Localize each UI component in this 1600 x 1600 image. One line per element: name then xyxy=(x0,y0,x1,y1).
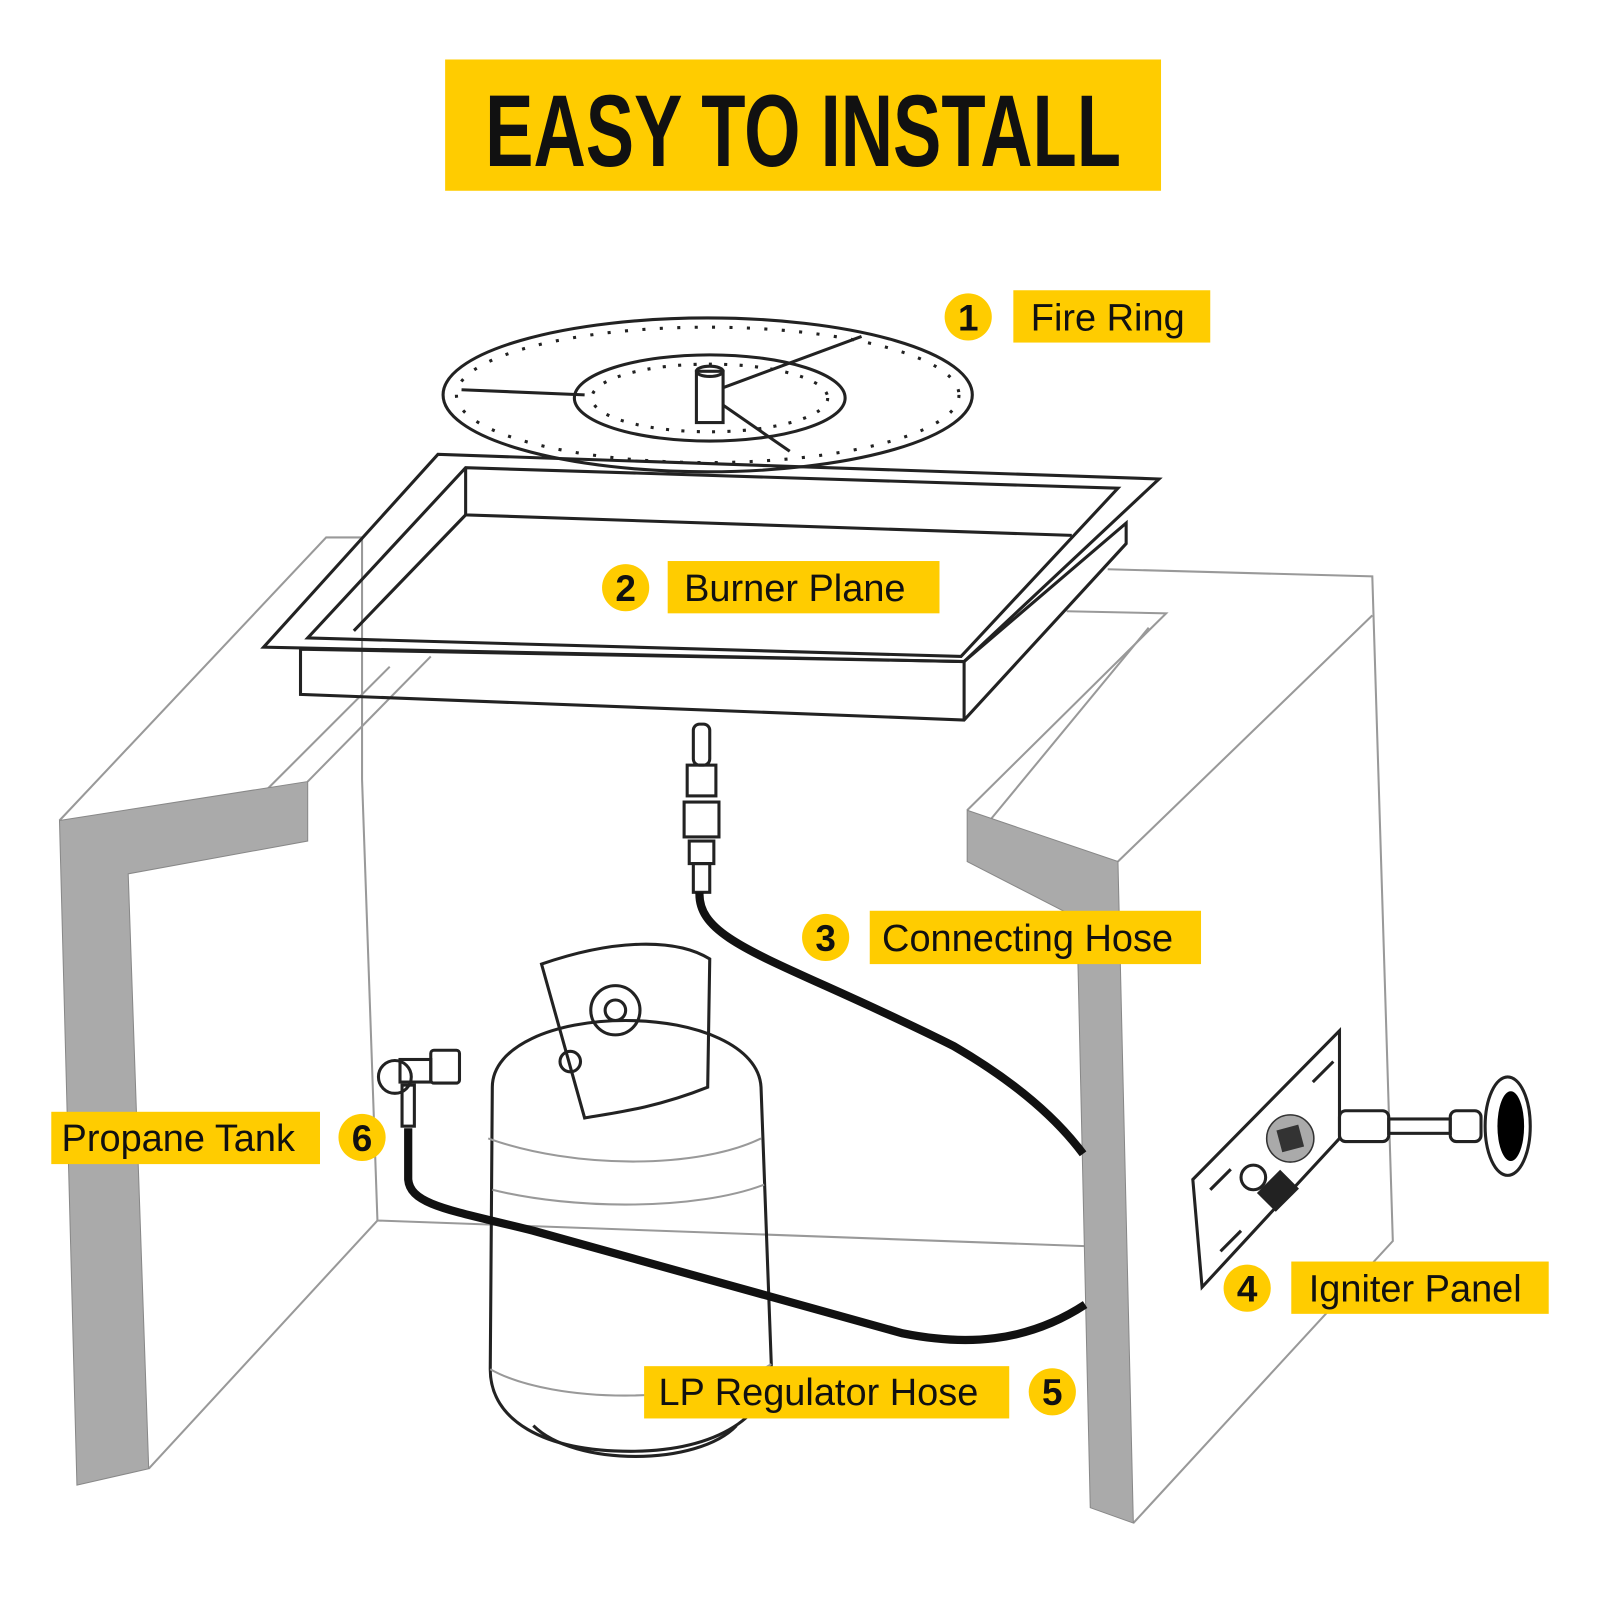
label-text: Burner Plane xyxy=(684,568,905,610)
label-connecting-hose: 3 Connecting Hose xyxy=(802,910,1202,965)
regulator xyxy=(376,1048,462,1128)
label-number: 3 xyxy=(815,918,836,959)
label-text: Igniter Panel xyxy=(1309,1269,1522,1311)
igniter-panel xyxy=(1191,1027,1532,1291)
left-wall xyxy=(58,780,309,1486)
label-text: Propane Tank xyxy=(62,1118,296,1160)
gas-fitting xyxy=(682,722,721,894)
fire-ring xyxy=(441,316,974,474)
label-burner-plane: 2 Burner Plane xyxy=(602,561,940,614)
title-banner: EASY TO INSTALL xyxy=(445,59,1162,191)
label-text: Fire Ring xyxy=(1031,297,1185,339)
right-wall xyxy=(966,809,1134,1524)
label-number: 1 xyxy=(958,297,979,338)
label-number: 6 xyxy=(352,1118,373,1159)
label-text: LP Regulator Hose xyxy=(658,1372,978,1414)
label-text: Connecting Hose xyxy=(882,918,1173,960)
lp-regulator-hose xyxy=(404,1128,1088,1345)
label-number: 2 xyxy=(615,568,636,609)
label-number: 4 xyxy=(1237,1269,1258,1310)
label-fire-ring: 1 Fire Ring xyxy=(944,290,1211,343)
burner-pan xyxy=(260,452,1163,722)
label-propane-tank: Propane Tank 6 xyxy=(51,1111,386,1165)
label-igniter-panel: 4 Igniter Panel xyxy=(1223,1261,1549,1314)
label-lp-regulator-hose: LP Regulator Hose 5 xyxy=(644,1366,1076,1419)
page-title: EASY TO INSTALL xyxy=(485,73,1121,188)
label-number: 5 xyxy=(1042,1372,1063,1413)
connecting-hose xyxy=(695,892,1087,1157)
enclosure xyxy=(58,536,1394,1524)
